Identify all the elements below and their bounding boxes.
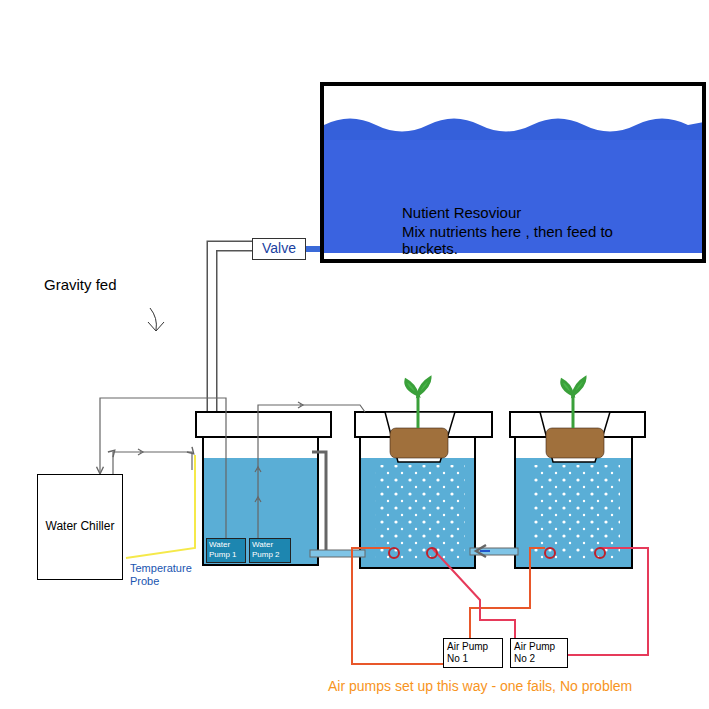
valve-pipe	[306, 249, 320, 250]
node-body: Mix nutrients here , then feed to bucket…	[402, 223, 662, 257]
probe-label: Temperature Probe	[130, 562, 200, 588]
reservoir-box: Nutient ResoviourMix nutrients here , th…	[320, 82, 706, 263]
chiller-box: Water Chiller	[37, 474, 123, 580]
node-title: Valve	[253, 239, 305, 258]
pump-box: Water Pump 1	[206, 538, 246, 563]
air-pump-box: Air Pump No 2	[510, 638, 568, 668]
node-title: Nutient Resoviour	[402, 204, 662, 221]
valve-box: Valve	[252, 238, 306, 260]
air-pump-box: Air Pump No 1	[443, 638, 503, 668]
node-title: Water Pump 2	[252, 540, 288, 560]
node-title: Air Pump No 1	[447, 641, 499, 665]
note-label: Gravity fed	[44, 276, 117, 293]
node-title: Air Pump No 2	[514, 641, 564, 665]
pump-box: Water Pump 2	[249, 538, 291, 563]
note-label: Air pumps set up this way - one fails, N…	[328, 678, 632, 694]
node-title: Water Chiller	[38, 519, 122, 533]
node-title: Water Pump 1	[209, 540, 243, 560]
